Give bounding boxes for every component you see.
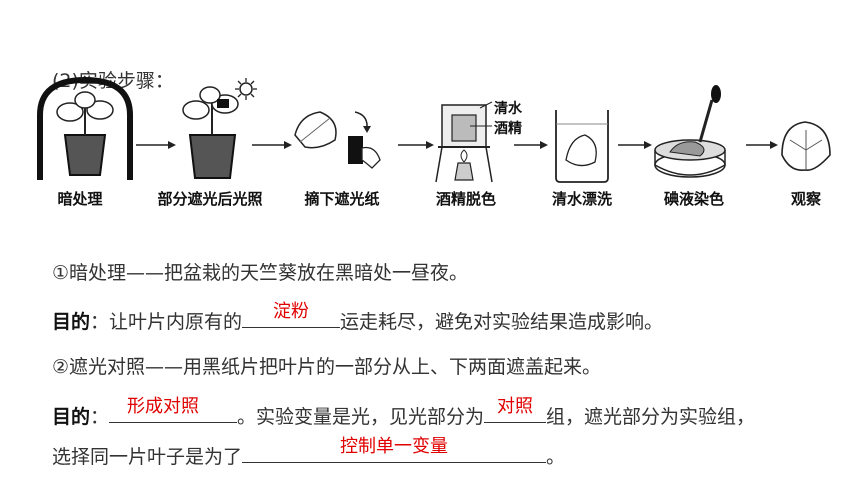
answer-blank-control: 对照 <box>484 396 547 423</box>
step-label-dark: 暗处理 <box>57 190 103 208</box>
water-label: 清水 <box>494 101 522 117</box>
iodine-dish-dropper-icon <box>654 85 726 178</box>
answer-control-group: 对照 <box>497 396 534 417</box>
purpose-line-2: 目的： 形成对照 。实验变量是光，见光部分为对照组，遮光部分为实验组， <box>52 396 756 429</box>
leaf-observe-icon <box>781 121 831 172</box>
shading-control-line: ②遮光对照——用黑纸片把叶片的一部分从上、下两面遮盖起来。 <box>52 356 602 378</box>
purpose-label-2: 目的 <box>52 406 91 428</box>
step-label-observe: 观察 <box>790 190 822 208</box>
section-heading: (2)实验步骤： <box>52 70 174 92</box>
step-label-alcohol: 酒精脱色 <box>435 190 497 208</box>
same-leaf-end: 。 <box>546 446 566 468</box>
answer-blank-starch: 淀粉 <box>242 301 341 328</box>
purpose-middle-2: 。实验变量是光，见光部分为 <box>237 406 485 428</box>
step-label-iodine: 碘液染色 <box>663 190 725 208</box>
answer-single-variable: 控制单一变量 <box>340 436 449 457</box>
step-label-rinse: 清水漂洗 <box>551 190 613 208</box>
remove-paper-icon <box>294 111 381 169</box>
purpose-label: 目的 <box>52 311 91 333</box>
purpose-colon-2: ： <box>90 406 110 428</box>
purpose-suffix: 运走耗尽，避免对实验结果造成影响。 <box>340 311 664 333</box>
answer-blank-contrast: 形成对照 <box>109 396 238 423</box>
answer-form-contrast: 形成对照 <box>127 396 200 417</box>
answer-blank-single-variable: 控制单一变量 <box>242 436 547 463</box>
step-label-remove: 摘下遮光纸 <box>304 190 380 208</box>
same-leaf-line: 选择同一片叶子是为了 控制单一变量 。 <box>52 436 566 469</box>
alcohol-decolor-apparatus-icon <box>435 101 493 183</box>
dark-box-plant-icon <box>37 76 133 180</box>
dark-treatment-line: ①暗处理——把盆栽的天竺葵放在黑暗处一昼夜。 <box>52 262 469 284</box>
water-rinse-beaker-icon <box>555 110 609 183</box>
step-label-shade: 部分遮光后光照 <box>157 190 263 208</box>
partial-shade-plant-sun-icon <box>182 78 257 179</box>
answer-starch: 淀粉 <box>273 301 310 322</box>
same-leaf-text: 选择同一片叶子是为了 <box>52 446 243 468</box>
alcohol-label: 酒精 <box>494 121 522 137</box>
purpose-suffix-2: 组，遮光部分为实验组， <box>546 406 756 428</box>
purpose-line-1: 目的：让叶片内原有的 淀粉 运走耗尽，避免对实验结果造成影响。 <box>52 301 664 334</box>
purpose-text: ：让叶片内原有的 <box>90 311 243 333</box>
experiment-steps-diagram <box>37 76 831 183</box>
